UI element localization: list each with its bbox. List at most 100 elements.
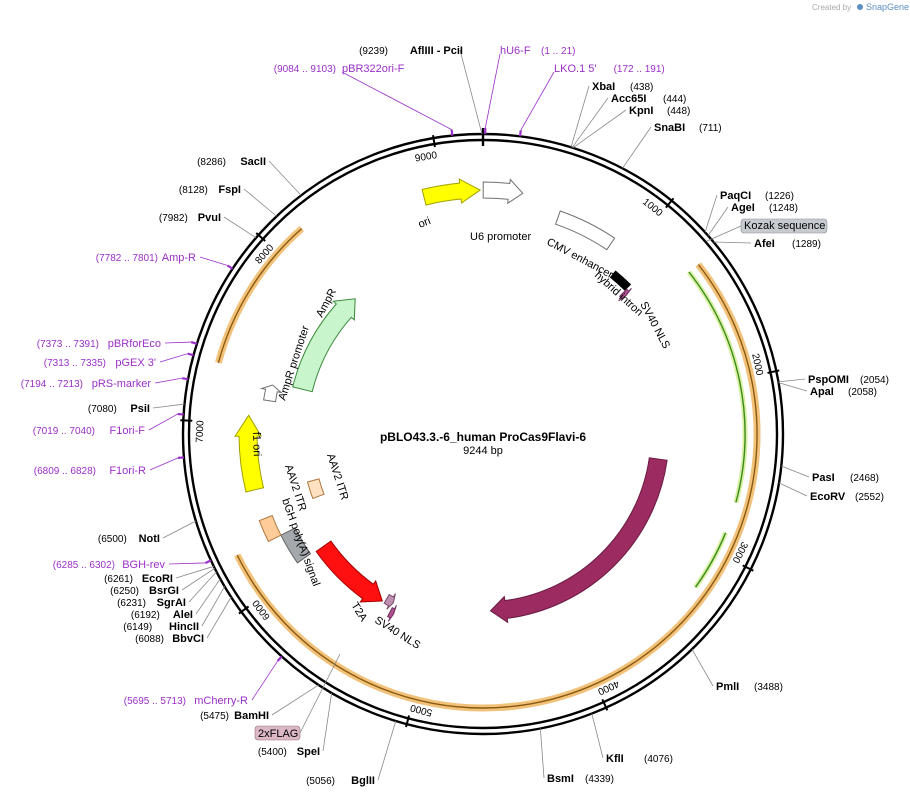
site-leader-line bbox=[779, 483, 807, 496]
site-leader-line bbox=[378, 721, 396, 780]
site-leader-line bbox=[779, 383, 807, 391]
primer-mark bbox=[182, 378, 188, 379]
site-leader-line bbox=[224, 217, 256, 238]
site-name: FspI bbox=[218, 184, 241, 196]
site-hincii: HincII (6149) bbox=[123, 621, 199, 633]
site-name: PasI bbox=[812, 472, 835, 484]
flag-box: 2xFLAG bbox=[255, 726, 300, 740]
feature-label-f1-ori: f1 ori bbox=[250, 432, 263, 457]
site-fspi: FspI (8128) bbox=[179, 184, 241, 196]
site-position: (6261) bbox=[104, 574, 133, 585]
site-bbvci: BbvCI(6088) bbox=[135, 633, 204, 645]
site-afliii-pcii: AflIII - PciI (9239) bbox=[359, 45, 463, 57]
site-name: BglII bbox=[351, 775, 375, 787]
feature-label-cas9c: Cas9(C) bbox=[620, 586, 658, 622]
site-position: (8128) bbox=[179, 185, 208, 196]
site-kpni: KpnI(448) bbox=[629, 105, 690, 117]
site-position: (2468) bbox=[850, 473, 879, 484]
site-leader-line bbox=[692, 649, 713, 686]
kozak-label: Kozak sequence bbox=[744, 220, 825, 232]
primer-position: (6809 .. 6828) bbox=[34, 466, 96, 477]
site-alei: AleI(6192) bbox=[131, 609, 193, 621]
site-position: (7080) bbox=[88, 404, 117, 415]
credit-created-by: Created by bbox=[812, 3, 851, 12]
site-position: (9239) bbox=[359, 46, 388, 57]
site-bglii: BglII(5056) bbox=[306, 775, 375, 787]
site-leader-line bbox=[540, 728, 544, 778]
feature-aav2-itr bbox=[308, 479, 325, 499]
kozak-leader-line bbox=[707, 226, 741, 241]
cas9-orf-arc-core bbox=[500, 265, 757, 708]
site-position: (6500) bbox=[98, 534, 127, 545]
credit-brand: SnapGene bbox=[866, 2, 909, 12]
site-position: (7982) bbox=[159, 213, 188, 224]
site-bsmi: BsmI(4339) bbox=[547, 773, 614, 785]
site-name: BsrGI bbox=[149, 585, 179, 597]
site-leader-line bbox=[708, 207, 728, 236]
feature-label-sv40-nls-1: SV40 NLS bbox=[637, 300, 672, 351]
site-name: ApaI bbox=[810, 386, 834, 398]
site-leader-line bbox=[460, 50, 482, 134]
feature-t2a bbox=[384, 594, 395, 610]
tick-label: 9000 bbox=[414, 150, 438, 165]
site-ecorv: EcoRV(2552) bbox=[810, 491, 884, 503]
site-afei: AfeI(1289) bbox=[754, 238, 821, 250]
site-name: AleI bbox=[173, 609, 193, 621]
primer-mark bbox=[205, 560, 210, 563]
site-noti: NotI(6500) bbox=[98, 533, 160, 545]
primer-position: (9084 .. 9103) bbox=[274, 64, 336, 75]
site-bamhi: BamHI(5475) bbox=[200, 710, 269, 722]
feature-ori bbox=[422, 179, 480, 205]
feature-label-aav2-itr-2: AAV2 ITR bbox=[324, 452, 350, 501]
site-position: (6231) bbox=[117, 598, 146, 609]
site-leader-line bbox=[244, 189, 277, 216]
feature-mcherry bbox=[316, 541, 382, 602]
site-position: (5400) bbox=[258, 747, 287, 758]
tick-mark bbox=[180, 420, 192, 421]
site-name: AgeI bbox=[731, 202, 755, 214]
primer-position: (7373 .. 7391) bbox=[37, 339, 99, 350]
kozak-box: Kozak sequence bbox=[741, 219, 827, 233]
primer-mark bbox=[188, 354, 194, 356]
site-position: (4076) bbox=[644, 754, 673, 765]
site-position: (1226) bbox=[765, 191, 794, 202]
primer-mark bbox=[228, 265, 233, 268]
primer-name: pGEX 3' bbox=[115, 357, 156, 369]
site-leader-line bbox=[572, 98, 608, 148]
site-name: SnaBI bbox=[654, 122, 685, 134]
primer-pbrforeco: pBRforEco(7373 .. 7391) bbox=[37, 338, 161, 350]
site-leader-line bbox=[207, 597, 231, 638]
site-position: (448) bbox=[667, 106, 690, 117]
feature-label-u6-promoter: U6 promoter bbox=[470, 231, 531, 243]
cas9-green-arc-2 bbox=[696, 533, 726, 587]
site-leader-line bbox=[176, 566, 214, 578]
site-position: (444) bbox=[663, 94, 686, 105]
site-sacii: SacII(8286) bbox=[197, 156, 266, 168]
site-name: XbaI bbox=[592, 81, 615, 93]
primer-prs-marker: pRS-marker (7194 .. 7213) bbox=[21, 378, 152, 390]
primer-leader-lines bbox=[149, 54, 554, 700]
cas9-green-arc bbox=[689, 272, 745, 503]
primer-leader-line bbox=[252, 661, 278, 700]
site-position: (6250) bbox=[110, 586, 139, 597]
primer-f1ori-f: F1ori-F(7019 .. 7040) bbox=[33, 425, 146, 437]
site-name: AflIII - PciI bbox=[410, 45, 463, 57]
site-name: KflI bbox=[606, 753, 624, 765]
site-leader-line bbox=[323, 693, 332, 751]
site-name: AfeI bbox=[754, 238, 775, 250]
site-pmli: PmlI (3488) bbox=[716, 681, 783, 693]
primer-leader-line bbox=[160, 354, 188, 362]
site-name: PmlI bbox=[716, 681, 739, 693]
cas9-green-arc-core bbox=[689, 272, 745, 503]
site-leader-line bbox=[778, 379, 805, 382]
site-name: HincII bbox=[169, 621, 199, 633]
primer-leader-line bbox=[521, 72, 554, 130]
primer-leader-line bbox=[150, 458, 178, 470]
site-position: (3488) bbox=[754, 682, 783, 693]
primer-name: pRS-marker bbox=[92, 378, 152, 390]
ampr-orf-arc bbox=[218, 229, 301, 363]
site-position: (6149) bbox=[123, 622, 152, 633]
primer-position: (7194 .. 7213) bbox=[21, 379, 83, 390]
